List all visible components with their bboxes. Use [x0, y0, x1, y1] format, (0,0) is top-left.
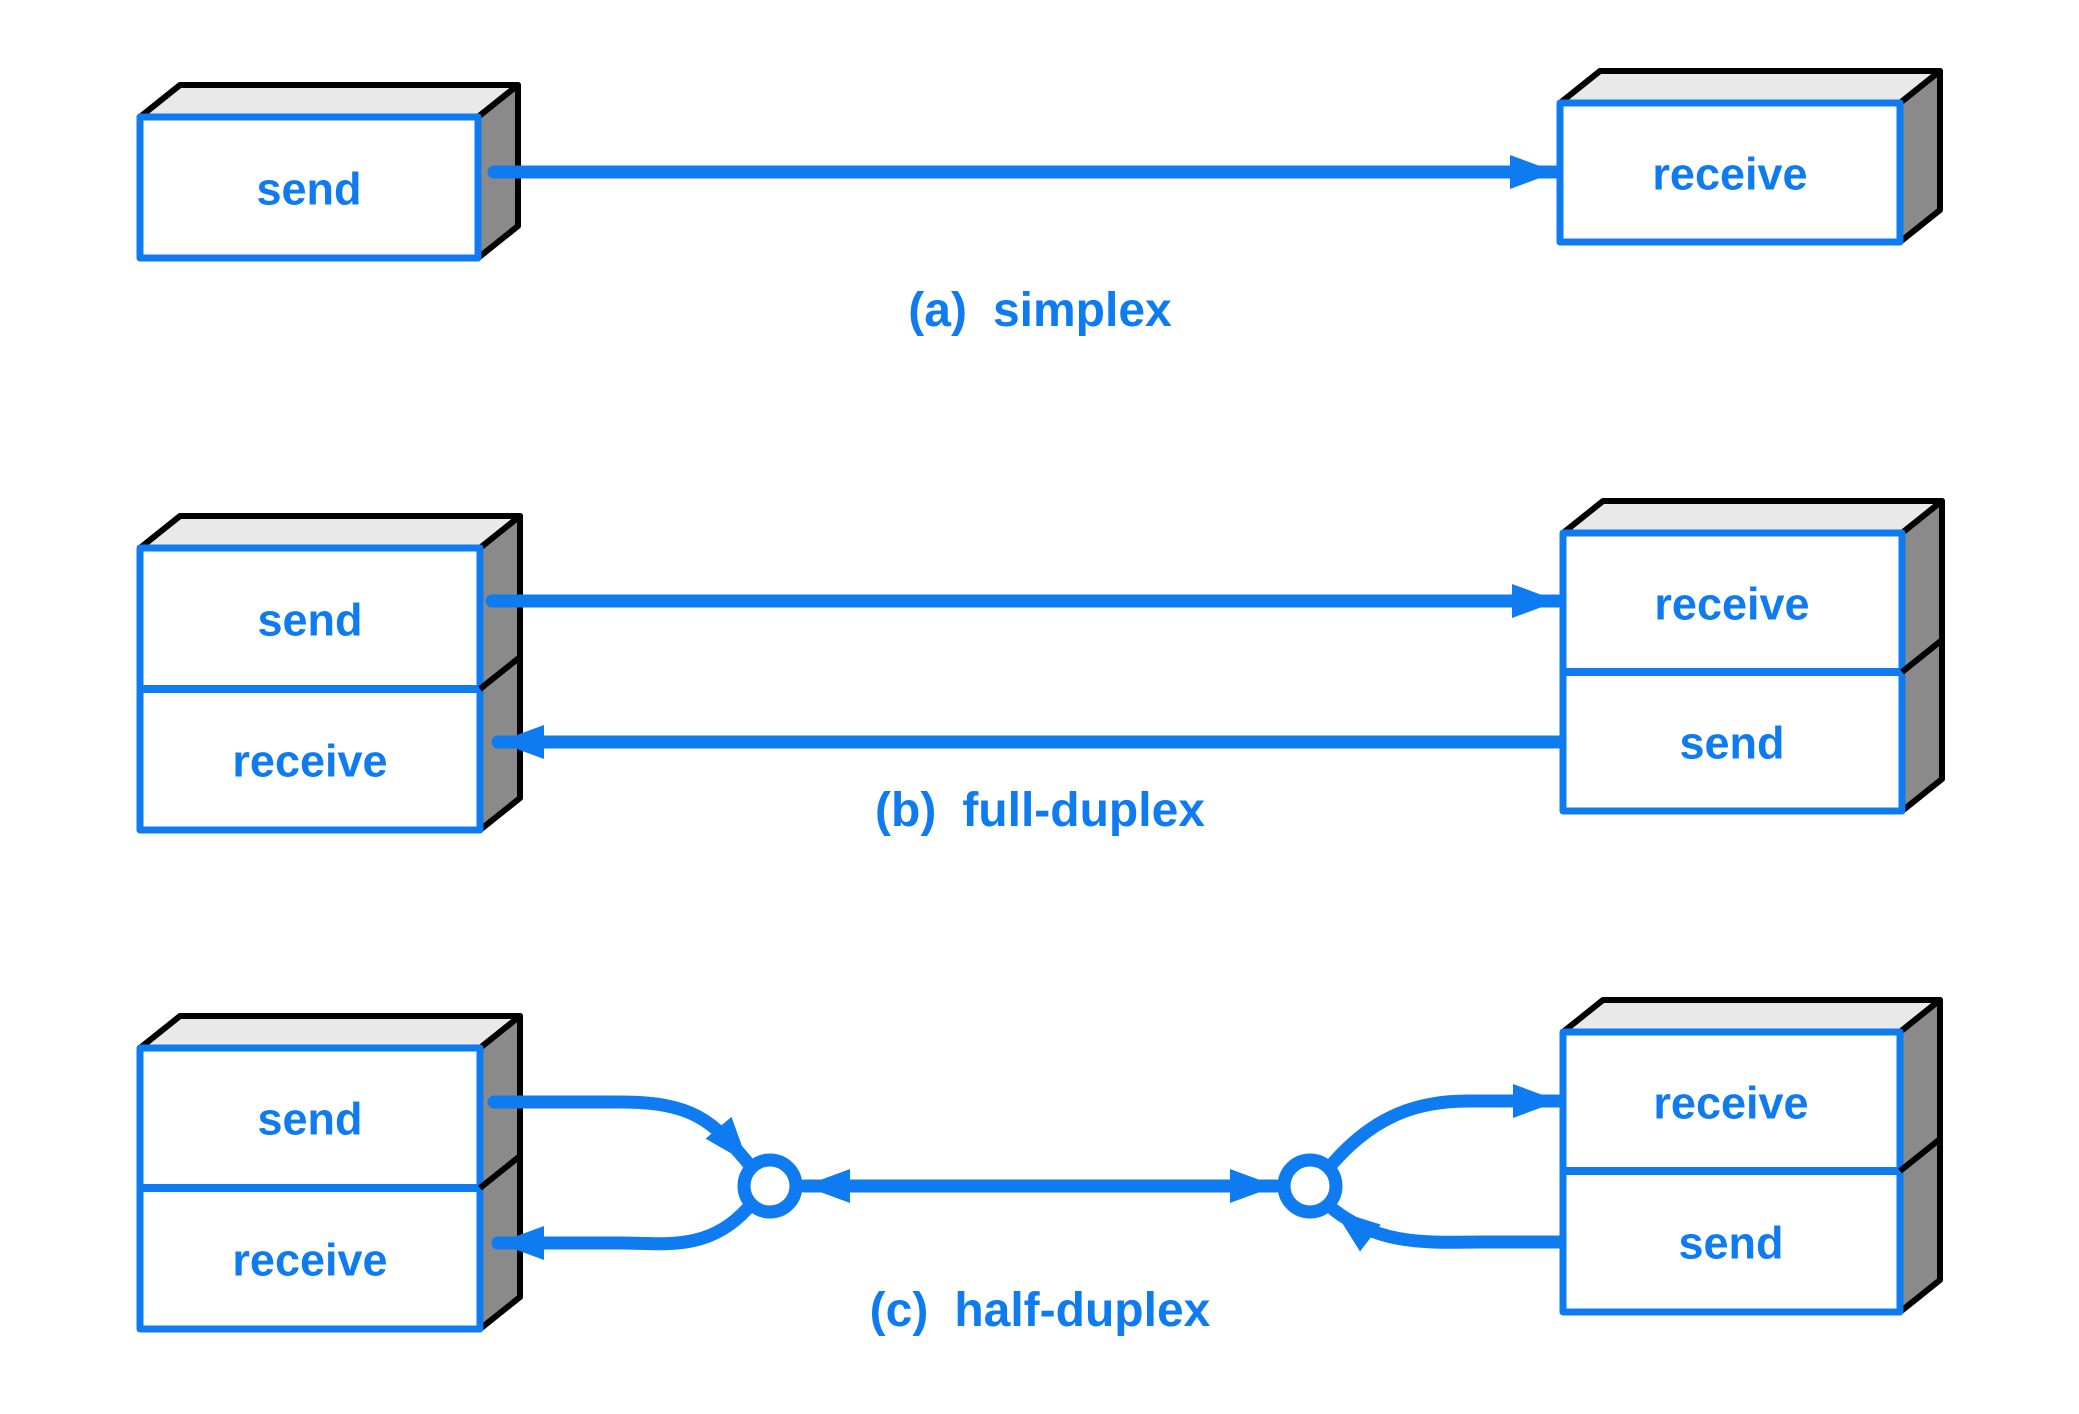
half-duplex-caption: (c) half-duplex	[870, 1284, 1211, 1337]
full-duplex-right-box-top-face	[1560, 498, 1945, 536]
half-duplex-left-send-arrow	[487, 1095, 755, 1170]
section-half-duplex: send receive receive send (c) half-duplex	[136, 997, 1943, 1337]
full-duplex-left-box: send receive	[136, 513, 523, 834]
half-duplex-right-box-top-face	[1560, 997, 1943, 1035]
simplex-receive-box-top-face	[1557, 68, 1943, 106]
half-duplex-right-send-label: send	[1678, 1218, 1783, 1269]
half-duplex-right-box: receive send	[1559, 997, 1943, 1316]
full-duplex-left-box-top-face	[137, 513, 523, 551]
half-duplex-right-box-side-divider-edge	[1898, 1136, 1942, 1174]
half-duplex-right-receive-arrow	[1326, 1084, 1566, 1170]
simplex-caption-label: simplex	[993, 284, 1172, 337]
simplex-caption: (a) simplex	[908, 284, 1172, 337]
half-duplex-left-receive-label: receive	[232, 1235, 387, 1286]
simplex-send-label: send	[256, 164, 361, 215]
half-duplex-left-box-top-face	[137, 1013, 523, 1051]
simplex-receive-label: receive	[1652, 149, 1807, 200]
half-duplex-right-receive-label: receive	[1653, 1078, 1808, 1129]
half-duplex-right-send-arrow	[1327, 1203, 1570, 1252]
full-duplex-right-send-label: send	[1679, 718, 1784, 769]
full-duplex-right-box: receive send	[1559, 498, 1945, 815]
simplex-receive-box: receive	[1556, 68, 1943, 246]
half-duplex-left-box: send receive	[136, 1013, 523, 1333]
full-duplex-right-receive-label: receive	[1654, 579, 1809, 630]
half-duplex-caption-prefix: (c)	[870, 1284, 929, 1337]
half-duplex-left-send-label: send	[257, 1094, 362, 1145]
section-simplex: send receive (a) simplex	[136, 68, 1943, 337]
half-duplex-left-receive-arrow	[491, 1202, 754, 1260]
full-duplex-caption-prefix: (b)	[875, 784, 936, 837]
section-full-duplex: send receive receive send (b) full-duplex	[136, 498, 1945, 837]
simplex-caption-prefix: (a)	[908, 284, 967, 337]
simplex-send-box-top-face	[137, 82, 521, 120]
half-duplex-caption-label: half-duplex	[954, 1284, 1210, 1337]
full-duplex-left-receive-label: receive	[232, 736, 387, 787]
half-duplex-left-junction-node	[737, 1153, 803, 1219]
half-duplex-right-junction-node	[1277, 1153, 1343, 1219]
full-duplex-right-box-side-divider-edge	[1900, 637, 1944, 675]
half-duplex-left-box-side-divider-edge	[478, 1153, 522, 1191]
simplex-send-box-front-face	[136, 113, 482, 262]
simplex-receive-box-front-face	[1556, 99, 1904, 246]
simplex-send-box: send	[136, 82, 521, 262]
simplex-receive-box-side-face	[1897, 68, 1943, 245]
full-duplex-caption-label: full-duplex	[962, 784, 1205, 837]
full-duplex-left-send-label: send	[257, 595, 362, 646]
full-duplex-caption: (b) full-duplex	[875, 784, 1205, 837]
full-duplex-left-box-side-divider-edge	[478, 654, 522, 692]
